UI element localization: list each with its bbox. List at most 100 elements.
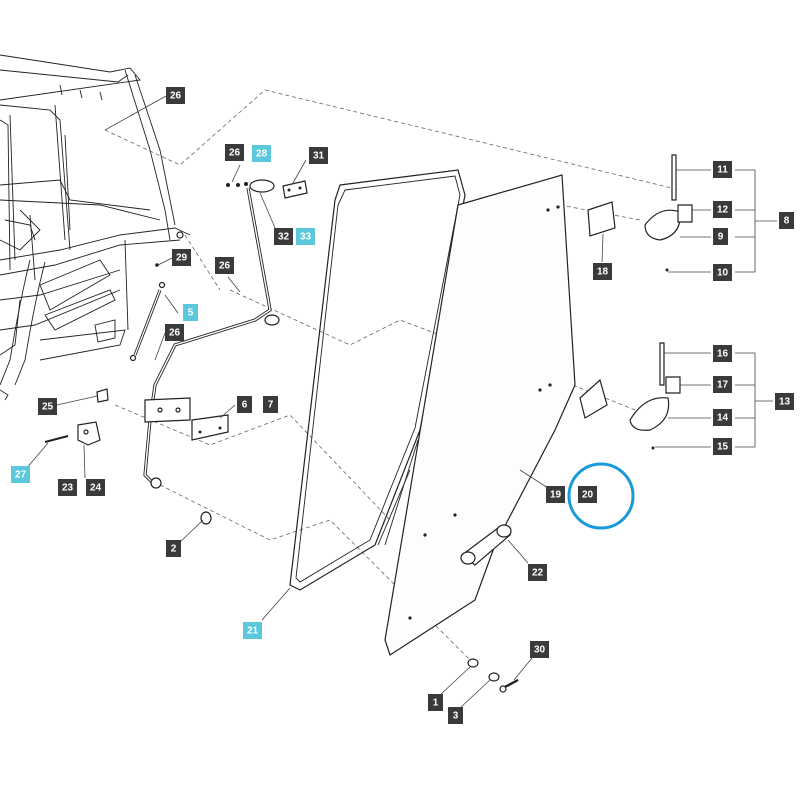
door-seal-frame — [289, 169, 466, 591]
part-label-27: 27 — [11, 466, 30, 483]
part-label-text: 13 — [779, 397, 791, 408]
part-label-1: 1 — [428, 694, 443, 711]
part-label-text: 22 — [532, 568, 544, 579]
part-label-box — [528, 564, 547, 581]
hinge-pad-lower — [579, 378, 608, 419]
part-label-box — [215, 257, 234, 274]
part-label-box — [58, 479, 77, 496]
part-label-box — [779, 212, 794, 229]
part-label-11: 11 — [713, 161, 732, 178]
part-label-6: 6 — [237, 396, 252, 413]
part-label-2: 2 — [166, 540, 181, 557]
assembly-guide-lines — [104, 89, 681, 661]
highlight-circle — [567, 462, 635, 530]
part-label-text: 15 — [717, 442, 729, 453]
part-label-text: 16 — [717, 349, 729, 360]
part-label-box — [713, 228, 728, 245]
part-label-box — [86, 479, 105, 496]
part-label-26: 26 — [215, 257, 234, 274]
part-label-box — [448, 707, 463, 724]
part-label-box — [296, 228, 315, 245]
bracket-6 — [191, 414, 229, 441]
part-label-text: 3 — [453, 711, 459, 722]
part-label-box — [530, 641, 549, 658]
part-label-5: 5 — [183, 304, 198, 321]
part-label-7: 7 — [263, 396, 278, 413]
part-label-box — [237, 396, 252, 413]
part-label-box — [252, 145, 271, 162]
part-label-box — [428, 694, 443, 711]
part-label-box — [546, 486, 565, 503]
part-label-box — [713, 201, 732, 218]
part-label-text: 6 — [242, 400, 248, 411]
part-label-box — [578, 486, 597, 503]
part-label-text: 27 — [15, 470, 27, 481]
bushing-2 — [200, 511, 212, 525]
part-label-box — [38, 398, 57, 415]
part-label-text: 2 — [171, 544, 177, 555]
part-label-box — [713, 376, 732, 393]
part-label-32: 32 — [274, 228, 293, 245]
part-label-33: 33 — [296, 228, 315, 245]
part-label-text: 7 — [268, 400, 274, 411]
part-label-box — [713, 409, 732, 426]
part-label-text: 8 — [784, 216, 790, 227]
part-label-3: 3 — [448, 707, 463, 724]
part-label-box — [243, 622, 262, 639]
part-label-box — [713, 438, 732, 455]
part-label-box — [166, 87, 185, 104]
part-label-box — [183, 304, 198, 321]
gas-strut — [129, 263, 166, 362]
part-label-text: 26 — [169, 328, 181, 339]
part-label-text: 11 — [717, 165, 728, 176]
part-label-13: 13 — [775, 393, 794, 410]
part-label-30: 30 — [530, 641, 549, 658]
part-label-19: 19 — [546, 486, 565, 503]
part-label-box — [172, 249, 191, 266]
part-label-text: 9 — [718, 232, 724, 243]
part-label-26: 26 — [166, 87, 185, 104]
part-label-box — [713, 161, 732, 178]
part-label-8: 8 — [779, 212, 794, 229]
part-label-text: 32 — [278, 232, 290, 243]
part-label-22: 22 — [528, 564, 547, 581]
part-label-text: 12 — [717, 205, 729, 216]
part-label-text: 23 — [62, 483, 74, 494]
part-label-text: 30 — [534, 645, 546, 656]
part-label-18: 18 — [593, 263, 612, 280]
part-label-text: 26 — [219, 261, 231, 272]
part-label-box — [309, 147, 328, 164]
fasteners-bottom — [467, 658, 519, 693]
part-label-text: 24 — [90, 483, 102, 494]
part-label-text: 25 — [42, 402, 54, 413]
part-label-text: 29 — [176, 253, 188, 264]
lower-hinge-assembly — [629, 342, 681, 450]
part-label-28: 28 — [252, 145, 271, 162]
part-label-text: 17 — [717, 380, 729, 391]
handle-22 — [460, 524, 512, 566]
part-label-21: 21 — [243, 622, 262, 639]
part-label-box — [713, 264, 732, 281]
part-label-box — [11, 466, 30, 483]
part-label-31: 31 — [309, 147, 328, 164]
part-label-text: 14 — [717, 413, 729, 424]
part-label-text: 5 — [188, 308, 194, 319]
part-label-box — [274, 228, 293, 245]
part-label-15: 15 — [713, 438, 732, 455]
part-label-box — [593, 263, 612, 280]
part-label-text: 20 — [582, 490, 594, 501]
part-label-text: 21 — [247, 626, 259, 637]
part-label-29: 29 — [172, 249, 191, 266]
glass-door-panel — [384, 174, 576, 656]
part-label-text: 1 — [433, 698, 439, 709]
part-label-box — [713, 345, 732, 362]
part-label-23: 23 — [58, 479, 77, 496]
part-label-box — [263, 396, 278, 413]
part-label-text: 10 — [717, 268, 729, 279]
hinge-pad-upper — [587, 201, 616, 237]
part-label-text: 33 — [300, 232, 312, 243]
cab-frame — [0, 54, 191, 401]
part-label-text: 18 — [597, 267, 609, 278]
part-label-17: 17 — [713, 376, 732, 393]
part-label-10: 10 — [713, 264, 732, 281]
